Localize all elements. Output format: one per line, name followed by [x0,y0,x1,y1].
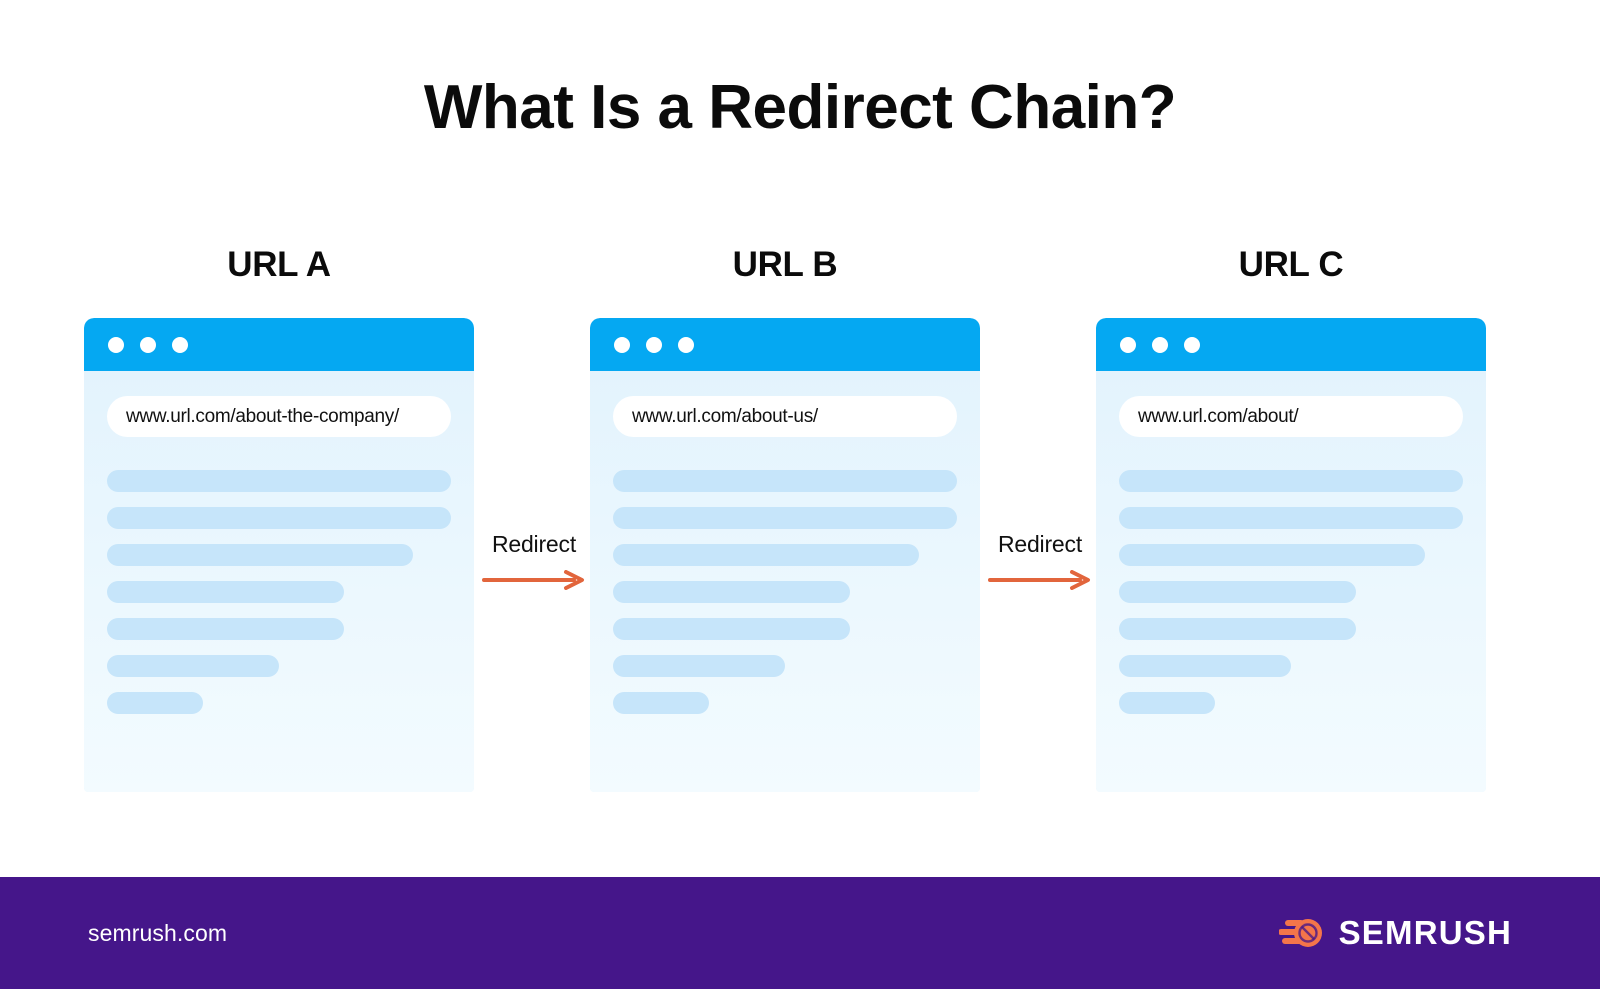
browser-titlebar [590,318,980,371]
skeleton-line [107,507,451,529]
url-column-c: URL C www.url.com/about/ [1096,245,1486,792]
skeleton-line [613,581,851,603]
skeleton-line [107,544,414,566]
skeleton-line [107,618,345,640]
browser-body: www.url.com/about/ [1096,371,1486,792]
browser-window-a: www.url.com/about-the-company/ [84,318,474,792]
browser-body: www.url.com/about-us/ [590,371,980,792]
window-dot-icon[interactable] [614,336,630,353]
skeleton-line [107,581,345,603]
arrow-right-icon [482,570,584,590]
url-address-bar[interactable]: www.url.com/about-the-company/ [107,396,451,437]
skeleton-line [1119,470,1463,492]
url-column-a: URL A www.url.com/about-the-company/ [84,245,474,792]
window-dot-icon[interactable] [108,336,124,353]
skeleton-line [107,470,451,492]
window-dot-icon[interactable] [140,336,156,353]
semrush-logo[interactable]: SEMRUSH [1278,914,1512,952]
window-dot-icon[interactable] [1120,336,1136,353]
footer-bar: semrush.com SEMRUSH [0,877,1600,989]
url-column-b: URL B www.url.com/about-us/ [590,245,980,792]
url-address-bar[interactable]: www.url.com/about-us/ [613,396,957,437]
browser-titlebar [1096,318,1486,371]
skeleton-line [613,544,920,566]
skeleton-line [1119,618,1357,640]
skeleton-line [1119,544,1426,566]
skeleton-line [613,507,957,529]
skeleton-line [613,692,710,714]
url-column-label: URL C [1238,245,1344,284]
semrush-comet-icon [1278,919,1322,947]
page-title: What Is a Redirect Chain? [423,73,1177,142]
redirect-connector-b-c: Redirect [980,531,1100,621]
skeleton-line [107,655,279,677]
redirect-label: Redirect [997,531,1083,557]
skeleton-line [613,470,957,492]
skeleton-line [613,618,851,640]
arrow-right-icon [988,570,1090,590]
content-skeleton [107,470,451,714]
content-skeleton [1119,470,1463,714]
skeleton-line [613,655,785,677]
semrush-wordmark: SEMRUSH [1338,914,1512,951]
window-dot-icon[interactable] [1184,336,1200,353]
window-dot-icon[interactable] [646,336,662,353]
url-column-label: URL B [732,245,838,284]
window-dot-icon[interactable] [172,336,188,353]
browser-window-c: www.url.com/about/ [1096,318,1486,792]
window-dot-icon[interactable] [678,336,694,353]
skeleton-line [1119,655,1291,677]
redirect-connector-a-b: Redirect [474,531,594,621]
redirect-chain-diagram: URL A www.url.com/about-the-company/ [0,245,1600,805]
redirect-label: Redirect [491,531,577,557]
browser-titlebar [84,318,474,371]
content-skeleton [613,470,957,714]
skeleton-line [1119,507,1463,529]
browser-window-b: www.url.com/about-us/ [590,318,980,792]
window-dot-icon[interactable] [1152,336,1168,353]
url-address-bar[interactable]: www.url.com/about/ [1119,396,1463,437]
url-column-label: URL A [227,245,331,284]
skeleton-line [1119,581,1357,603]
skeleton-line [1119,692,1216,714]
browser-body: www.url.com/about-the-company/ [84,371,474,792]
footer-site-link[interactable]: semrush.com [88,919,228,946]
skeleton-line [107,692,204,714]
